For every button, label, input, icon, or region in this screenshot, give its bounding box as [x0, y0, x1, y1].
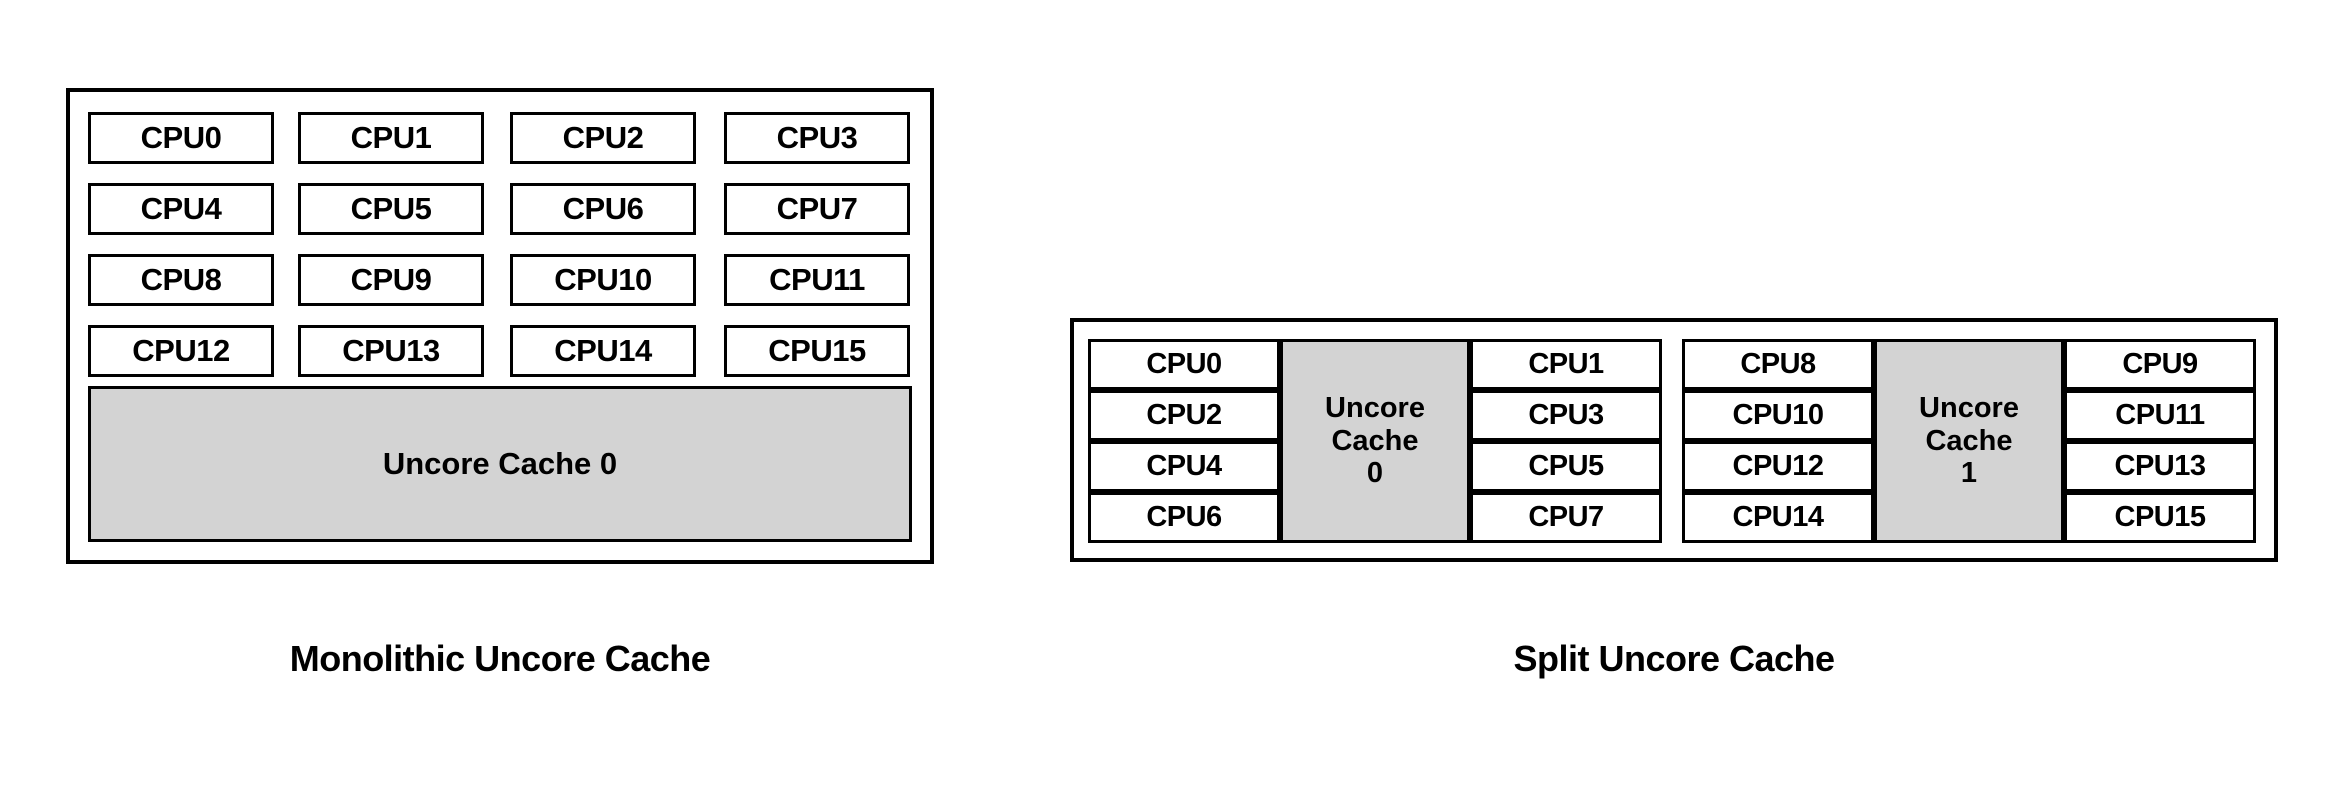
uncore-cache-1-box: Uncore Cache 1	[1874, 339, 2064, 543]
uncore-cache-1-line-3: 1	[1960, 457, 1978, 490]
cpu-box-3: CPU3	[1470, 390, 1662, 441]
cpu-box-13: CPU13	[298, 325, 484, 377]
cpu-box-7: CPU7	[1470, 492, 1662, 543]
cpu-box-2: CPU2	[510, 112, 696, 164]
cpu-box-2: CPU2	[1088, 390, 1280, 441]
cpu-box-0: CPU0	[1088, 339, 1280, 390]
cpu-box-11: CPU11	[2064, 390, 2256, 441]
cpu-box-8: CPU8	[1682, 339, 1874, 390]
cpu-box-15: CPU15	[2064, 492, 2256, 543]
cpu-box-4: CPU4	[1088, 441, 1280, 492]
cpu-box-15: CPU15	[724, 325, 910, 377]
cpu-box-9: CPU9	[298, 254, 484, 306]
uncore-cache-1-line-2: Cache	[1925, 424, 2013, 457]
cpu-box-10: CPU10	[510, 254, 696, 306]
cpu-box-9: CPU9	[2064, 339, 2256, 390]
cpu-box-5: CPU5	[1470, 441, 1662, 492]
uncore-cache-0-box: Uncore Cache 0	[88, 386, 912, 542]
uncore-cache-0-line-3: 0	[1366, 457, 1384, 490]
cpu-box-1: CPU1	[298, 112, 484, 164]
uncore-cache-0-box: Uncore Cache 0	[1280, 339, 1470, 543]
cpu-box-10: CPU10	[1682, 390, 1874, 441]
uncore-cache-1-line-1: Uncore	[1919, 392, 2019, 425]
cpu-box-4: CPU4	[88, 183, 274, 235]
cpu-box-12: CPU12	[1682, 441, 1874, 492]
cpu-box-0: CPU0	[88, 112, 274, 164]
cpu-box-13: CPU13	[2064, 441, 2256, 492]
cpu-box-7: CPU7	[724, 183, 910, 235]
uncore-cache-0-line-1: Uncore	[1325, 392, 1425, 425]
cpu-box-12: CPU12	[88, 325, 274, 377]
cpu-box-14: CPU14	[510, 325, 696, 377]
cpu-box-8: CPU8	[88, 254, 274, 306]
cpu-box-11: CPU11	[724, 254, 910, 306]
uncore-cache-0-line-2: Cache	[1331, 424, 1419, 457]
split-caption: Split Uncore Cache	[1513, 638, 1835, 679]
monolithic-caption: Monolithic Uncore Cache	[289, 638, 711, 679]
cpu-box-5: CPU5	[298, 183, 484, 235]
cpu-box-1: CPU1	[1470, 339, 1662, 390]
cpu-box-3: CPU3	[724, 112, 910, 164]
cpu-box-6: CPU6	[510, 183, 696, 235]
cpu-box-14: CPU14	[1682, 492, 1874, 543]
cpu-box-6: CPU6	[1088, 492, 1280, 543]
